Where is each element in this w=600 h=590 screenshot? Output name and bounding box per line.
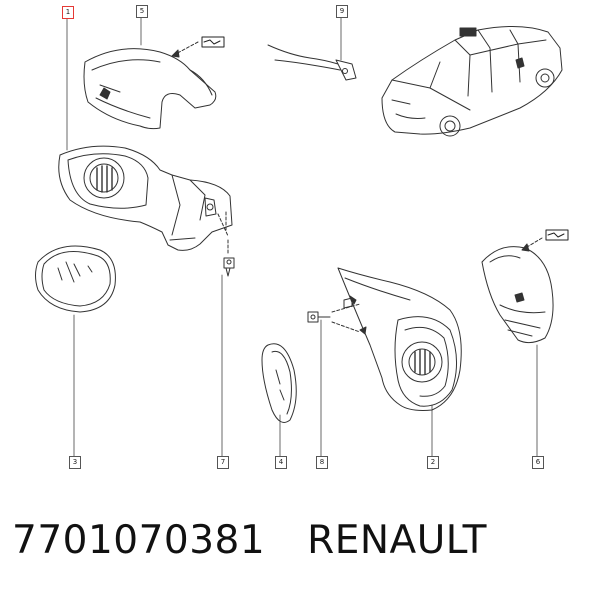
clip-symbol-6 bbox=[545, 229, 569, 241]
callout-8[interactable]: 8 bbox=[316, 456, 328, 469]
cover-part-6 bbox=[481, 246, 554, 344]
callout-9[interactable]: 9 bbox=[336, 5, 348, 18]
callout-5[interactable]: 5 bbox=[136, 5, 148, 18]
callout-2[interactable]: 2 bbox=[427, 456, 439, 469]
mirror-housing-part-2 bbox=[337, 267, 462, 411]
mirror-glass-part-4 bbox=[261, 343, 297, 423]
callout-3[interactable]: 3 bbox=[69, 456, 81, 469]
exploded-parts-diagram bbox=[35, 16, 569, 457]
sensor-wire-part-9 bbox=[267, 44, 357, 81]
part-caption: 7701070381 RENAULT bbox=[12, 518, 487, 563]
clip-symbol-5 bbox=[201, 36, 225, 48]
brand-name: RENAULT bbox=[307, 518, 487, 563]
mirror-assembly-part-1 bbox=[58, 145, 233, 251]
part-number: 7701070381 bbox=[12, 518, 266, 563]
mirror-glass-part-3 bbox=[35, 245, 116, 313]
callout-7[interactable]: 7 bbox=[217, 456, 229, 469]
leader-lines bbox=[66, 16, 538, 457]
mirror-cover-part-5 bbox=[83, 48, 217, 130]
car-illustration bbox=[381, 25, 563, 137]
screw-part-8 bbox=[307, 311, 331, 323]
callout-1[interactable]: 1 bbox=[62, 6, 74, 19]
screw-part-7 bbox=[223, 257, 235, 277]
callout-6[interactable]: 6 bbox=[532, 456, 544, 469]
callout-4[interactable]: 4 bbox=[275, 456, 287, 469]
